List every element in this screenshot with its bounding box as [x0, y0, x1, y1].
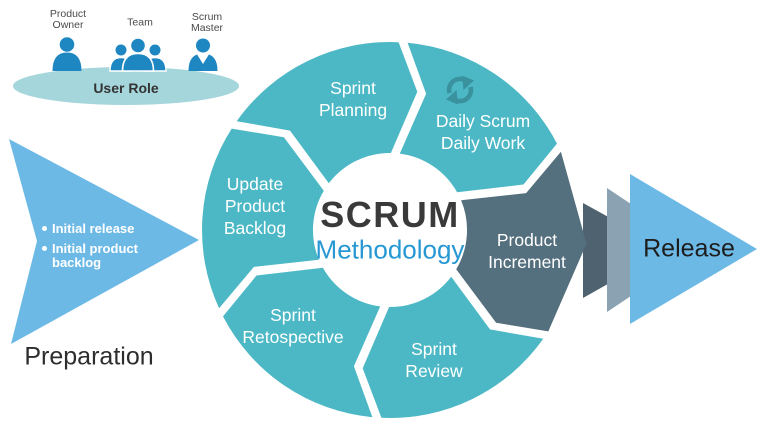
product-owner-label: Product Owner [49, 7, 87, 31]
release-title: Release [643, 234, 735, 263]
segment-label-update-product-backlog: Update Product Backlog [223, 174, 287, 238]
segment-label-sprint-review: Sprint Review [405, 339, 463, 381]
segment-update-product-backlog [202, 128, 324, 309]
segment-label-sprint-retospective: Sprint Retospective [242, 305, 344, 347]
cycle-segments [202, 42, 587, 418]
product-owner-icon [52, 37, 82, 71]
refresh-icon [446, 75, 474, 105]
cycle-subtitle: Methodology [315, 234, 465, 265]
segment-sprint-retospective [223, 267, 381, 418]
cycle-title: SCRUM [320, 194, 460, 235]
team-icon [109, 37, 167, 72]
preparation-item: Initial release [42, 222, 162, 236]
preparation-list: Initial release Initial product backlog [42, 222, 162, 275]
segment-product-increment [456, 151, 587, 332]
segment-daily-scrum [399, 42, 557, 193]
scrum-master-icon [188, 38, 218, 71]
segment-sprint-review [362, 276, 544, 418]
preparation-title: Preparation [24, 342, 154, 371]
preparation-arrow [9, 139, 199, 344]
user-role-ellipse [13, 67, 239, 105]
release-arrow-front [630, 174, 757, 324]
segment-sprint-planning [236, 42, 418, 184]
segment-label-product-increment: Product Increment [488, 230, 566, 272]
team-label: Team [127, 16, 153, 29]
segment-label-daily-scrum: Daily Scrum Daily Work [435, 111, 531, 153]
scrum-master-label: Scrum Master [190, 10, 224, 34]
preparation-item: Initial product backlog [42, 241, 162, 270]
user-role-label: User Role [93, 80, 159, 96]
segment-label-sprint-planning: Sprint Planning [318, 78, 388, 120]
